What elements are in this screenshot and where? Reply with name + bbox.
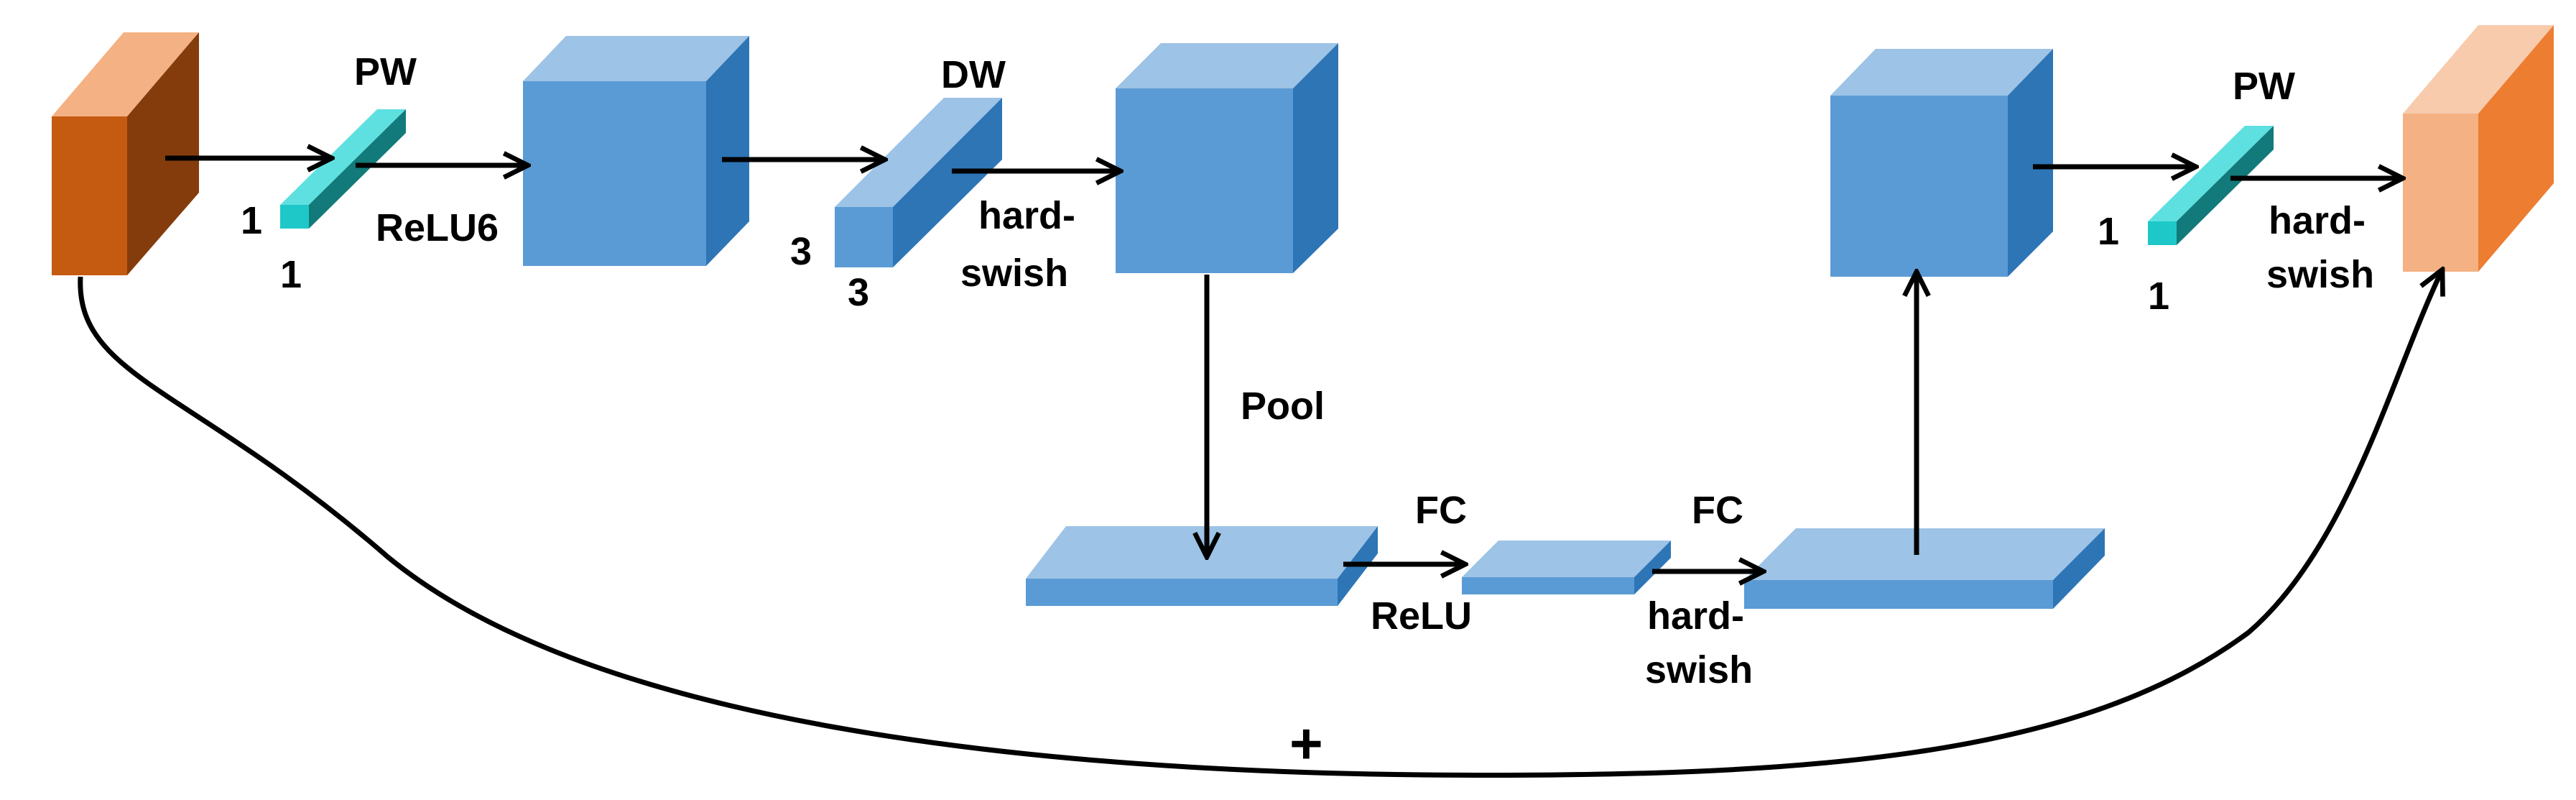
label-pw2-kernel-h: 1 — [2098, 210, 2119, 253]
pw2-side-face — [2177, 126, 2274, 245]
cube1-side-face — [706, 36, 749, 266]
pw1-front-face — [280, 205, 309, 229]
flow-arrows — [78, 158, 2442, 778]
pw1-side-face — [309, 109, 406, 229]
pw-kernel-1 — [280, 109, 406, 229]
label-fc-2: FC — [1692, 489, 1743, 532]
pooled-vector — [1026, 526, 1378, 606]
input-top-face — [52, 32, 199, 116]
slab2-top-face — [1462, 541, 1671, 577]
cube1-front-face — [523, 81, 706, 266]
cube2-top-face — [1116, 43, 1338, 88]
label-dw-kernel-w: 3 — [848, 271, 869, 314]
residual-connection — [78, 270, 2442, 778]
cube3-front-face — [1830, 96, 2008, 277]
fc-expanded-vector — [1744, 528, 2105, 609]
label-activation-2-line1: hard- — [1647, 594, 1744, 638]
output-feature-map — [2403, 25, 2554, 272]
input-side-face — [127, 32, 199, 275]
output-side-face — [2478, 25, 2554, 272]
expanded-feature-cube — [523, 36, 749, 266]
slab2-front-face — [1462, 577, 1634, 594]
label-pw2-kernel-w: 1 — [2148, 275, 2169, 318]
label-pw1-kernel-w: 1 — [280, 253, 302, 296]
dw-side-face — [893, 98, 1002, 267]
slab3-side-face — [2053, 528, 2105, 609]
cube2-side-face — [1293, 43, 1338, 273]
slab1-front-face — [1026, 579, 1338, 606]
pw2-front-face — [2148, 221, 2177, 245]
label-activation-2-line2: swish — [1645, 648, 1753, 691]
label-fc-1: FC — [1415, 489, 1467, 532]
label-relu6: ReLU6 — [376, 206, 499, 249]
input-feature-map — [52, 32, 199, 275]
label-pw-1: PW — [354, 50, 417, 93]
slab2-side-face — [1634, 541, 1671, 594]
cube3-top-face — [1830, 49, 2053, 96]
label-relu: ReLU — [1371, 594, 1472, 638]
label-activation-1-line1: hard- — [978, 194, 1075, 237]
labels: PW 1 1 ReLU6 DW 3 3 hard- swish Pool FC … — [241, 50, 2374, 776]
dw-kernel — [835, 98, 1002, 267]
label-residual-add: + — [1289, 712, 1323, 776]
cube1-top-face — [523, 36, 749, 81]
cube2-front-face — [1116, 88, 1293, 273]
label-activation-3-line2: swish — [2266, 253, 2374, 296]
label-activation-1-line2: swish — [960, 252, 1068, 295]
output-top-face — [2403, 25, 2554, 114]
label-dw: DW — [941, 53, 1006, 96]
input-front-face — [52, 116, 127, 275]
label-pw1-kernel-h: 1 — [241, 199, 262, 242]
slab3-front-face — [1744, 580, 2053, 609]
dw-top-face — [835, 98, 1002, 207]
reweighted-feature-cube — [1830, 49, 2053, 277]
depthwise-feature-cube — [1116, 43, 1338, 273]
pw-kernel-2 — [2148, 126, 2274, 245]
fc-reduced-vector — [1462, 541, 1671, 594]
pw2-top-face — [2148, 126, 2274, 221]
cube3-side-face — [2008, 49, 2053, 277]
label-pool: Pool — [1241, 385, 1325, 428]
label-pw-2: PW — [2233, 65, 2295, 108]
label-activation-3-line1: hard- — [2269, 199, 2366, 242]
slab3-top-face — [1744, 528, 2105, 580]
label-dw-kernel-h: 3 — [790, 230, 812, 273]
dw-front-face — [835, 207, 893, 267]
slab1-top-face — [1026, 526, 1378, 579]
output-front-face — [2403, 114, 2478, 272]
pw1-top-face — [280, 109, 406, 205]
